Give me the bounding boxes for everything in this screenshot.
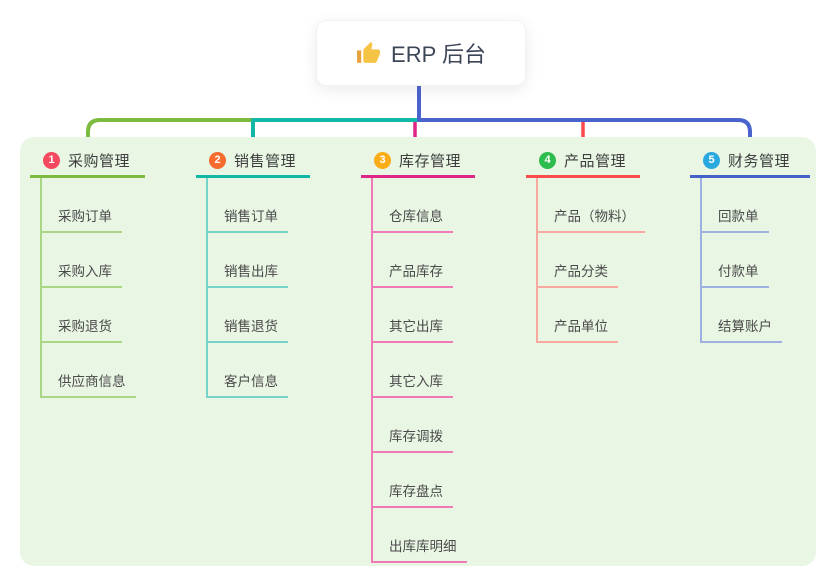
child-row: 采购退货 xyxy=(30,288,145,343)
branch-column: 5 财务管理回款单付款单结算账户 xyxy=(690,145,810,343)
branch-label: 库存管理 xyxy=(399,152,462,170)
child-row: 产品（物料） xyxy=(526,178,645,233)
child-node[interactable]: 回款单 xyxy=(700,205,769,233)
branch-header[interactable]: 2 销售管理 xyxy=(196,145,310,178)
child-node[interactable]: 其它入库 xyxy=(371,370,453,398)
child-row: 销售订单 xyxy=(196,178,310,233)
child-row: 产品分类 xyxy=(526,233,640,288)
branch-label: 销售管理 xyxy=(234,152,297,170)
branch-column: 4 产品管理产品（物料） 产品分类产品单位 xyxy=(526,145,645,343)
branch-children: 销售订单销售出库销售退货客户信息 xyxy=(196,178,310,398)
child-node[interactable]: 销售退货 xyxy=(206,315,288,343)
branch-children: 采购订单采购入库采购退货供应商信息 xyxy=(30,178,145,398)
child-node[interactable]: 销售出库 xyxy=(206,260,288,288)
branch-label: 采购管理 xyxy=(68,152,131,170)
branch-label: 产品管理 xyxy=(564,152,627,170)
child-node[interactable]: 销售订单 xyxy=(206,205,288,233)
branch-header[interactable]: 1 采购管理 xyxy=(30,145,145,178)
branch-column: 2 销售管理销售订单销售出库销售退货客户信息 xyxy=(196,145,310,398)
child-node[interactable]: 采购退货 xyxy=(40,315,122,343)
branch-header[interactable]: 3 库存管理 xyxy=(361,145,475,178)
child-row: 其它出库 xyxy=(361,288,475,343)
child-row: 销售出库 xyxy=(196,233,310,288)
child-row: 结算账户 xyxy=(690,288,810,343)
child-row: 其它入库 xyxy=(361,343,475,398)
child-node[interactable]: 产品库存 xyxy=(371,260,453,288)
child-node[interactable]: 其它出库 xyxy=(371,315,453,343)
branch-column: 3 库存管理仓库信息产品库存其它出库其它入库库存调拨库存盘点出库库明细 xyxy=(361,145,475,563)
child-row: 供应商信息 xyxy=(30,343,145,398)
child-row: 回款单 xyxy=(690,178,810,233)
child-row: 采购订单 xyxy=(30,178,145,233)
child-row: 产品库存 xyxy=(361,233,475,288)
child-row: 销售退货 xyxy=(196,288,310,343)
child-node[interactable]: 结算账户 xyxy=(700,315,782,343)
child-node[interactable]: 仓库信息 xyxy=(371,205,453,233)
branch-index-badge: 5 xyxy=(703,151,720,169)
branch-connector-vline xyxy=(536,178,538,343)
root-node-erp[interactable]: ERP 后台 xyxy=(316,20,526,86)
child-node[interactable]: 供应商信息 xyxy=(40,370,136,398)
child-node[interactable]: 付款单 xyxy=(700,260,769,288)
branches-panel xyxy=(20,137,816,566)
child-row: 采购入库 xyxy=(30,233,145,288)
branch-index-badge: 3 xyxy=(374,151,391,169)
child-node[interactable]: 库存盘点 xyxy=(371,480,453,508)
branch-children: 回款单付款单结算账户 xyxy=(690,178,810,343)
child-row: 出库库明细 xyxy=(361,508,475,563)
child-row: 客户信息 xyxy=(196,343,310,398)
branch-connector-vline xyxy=(700,178,702,343)
branch-connector-vline xyxy=(206,178,208,398)
child-row: 仓库信息 xyxy=(361,178,475,233)
branch-children: 仓库信息产品库存其它出库其它入库库存调拨库存盘点出库库明细 xyxy=(361,178,475,563)
branch-connector-vline xyxy=(40,178,42,398)
child-row: 库存调拨 xyxy=(361,398,475,453)
branch-connector-vline xyxy=(371,178,373,563)
branch-index-badge: 2 xyxy=(209,151,226,169)
child-node[interactable]: 产品单位 xyxy=(536,315,618,343)
child-node[interactable]: 采购入库 xyxy=(40,260,122,288)
child-node[interactable]: 出库库明细 xyxy=(371,535,467,563)
child-row: 库存盘点 xyxy=(361,453,475,508)
thumbs-up-icon xyxy=(357,41,380,63)
branch-label: 财务管理 xyxy=(728,152,791,170)
child-node[interactable]: 产品分类 xyxy=(536,260,618,288)
child-node[interactable]: 产品（物料） xyxy=(536,205,645,233)
root-title: ERP 后台 xyxy=(391,42,486,67)
child-node[interactable]: 采购订单 xyxy=(40,205,122,233)
branch-header[interactable]: 5 财务管理 xyxy=(690,145,810,178)
branch-column: 1 采购管理采购订单采购入库采购退货供应商信息 xyxy=(30,145,145,398)
branch-header[interactable]: 4 产品管理 xyxy=(526,145,640,178)
branch-index-badge: 1 xyxy=(43,151,60,169)
child-row: 产品单位 xyxy=(526,288,640,343)
child-row: 付款单 xyxy=(690,233,810,288)
branch-children: 产品（物料） 产品分类产品单位 xyxy=(526,178,645,343)
branch-index-badge: 4 xyxy=(539,151,556,169)
child-node[interactable]: 库存调拨 xyxy=(371,425,453,453)
child-node[interactable]: 客户信息 xyxy=(206,370,288,398)
